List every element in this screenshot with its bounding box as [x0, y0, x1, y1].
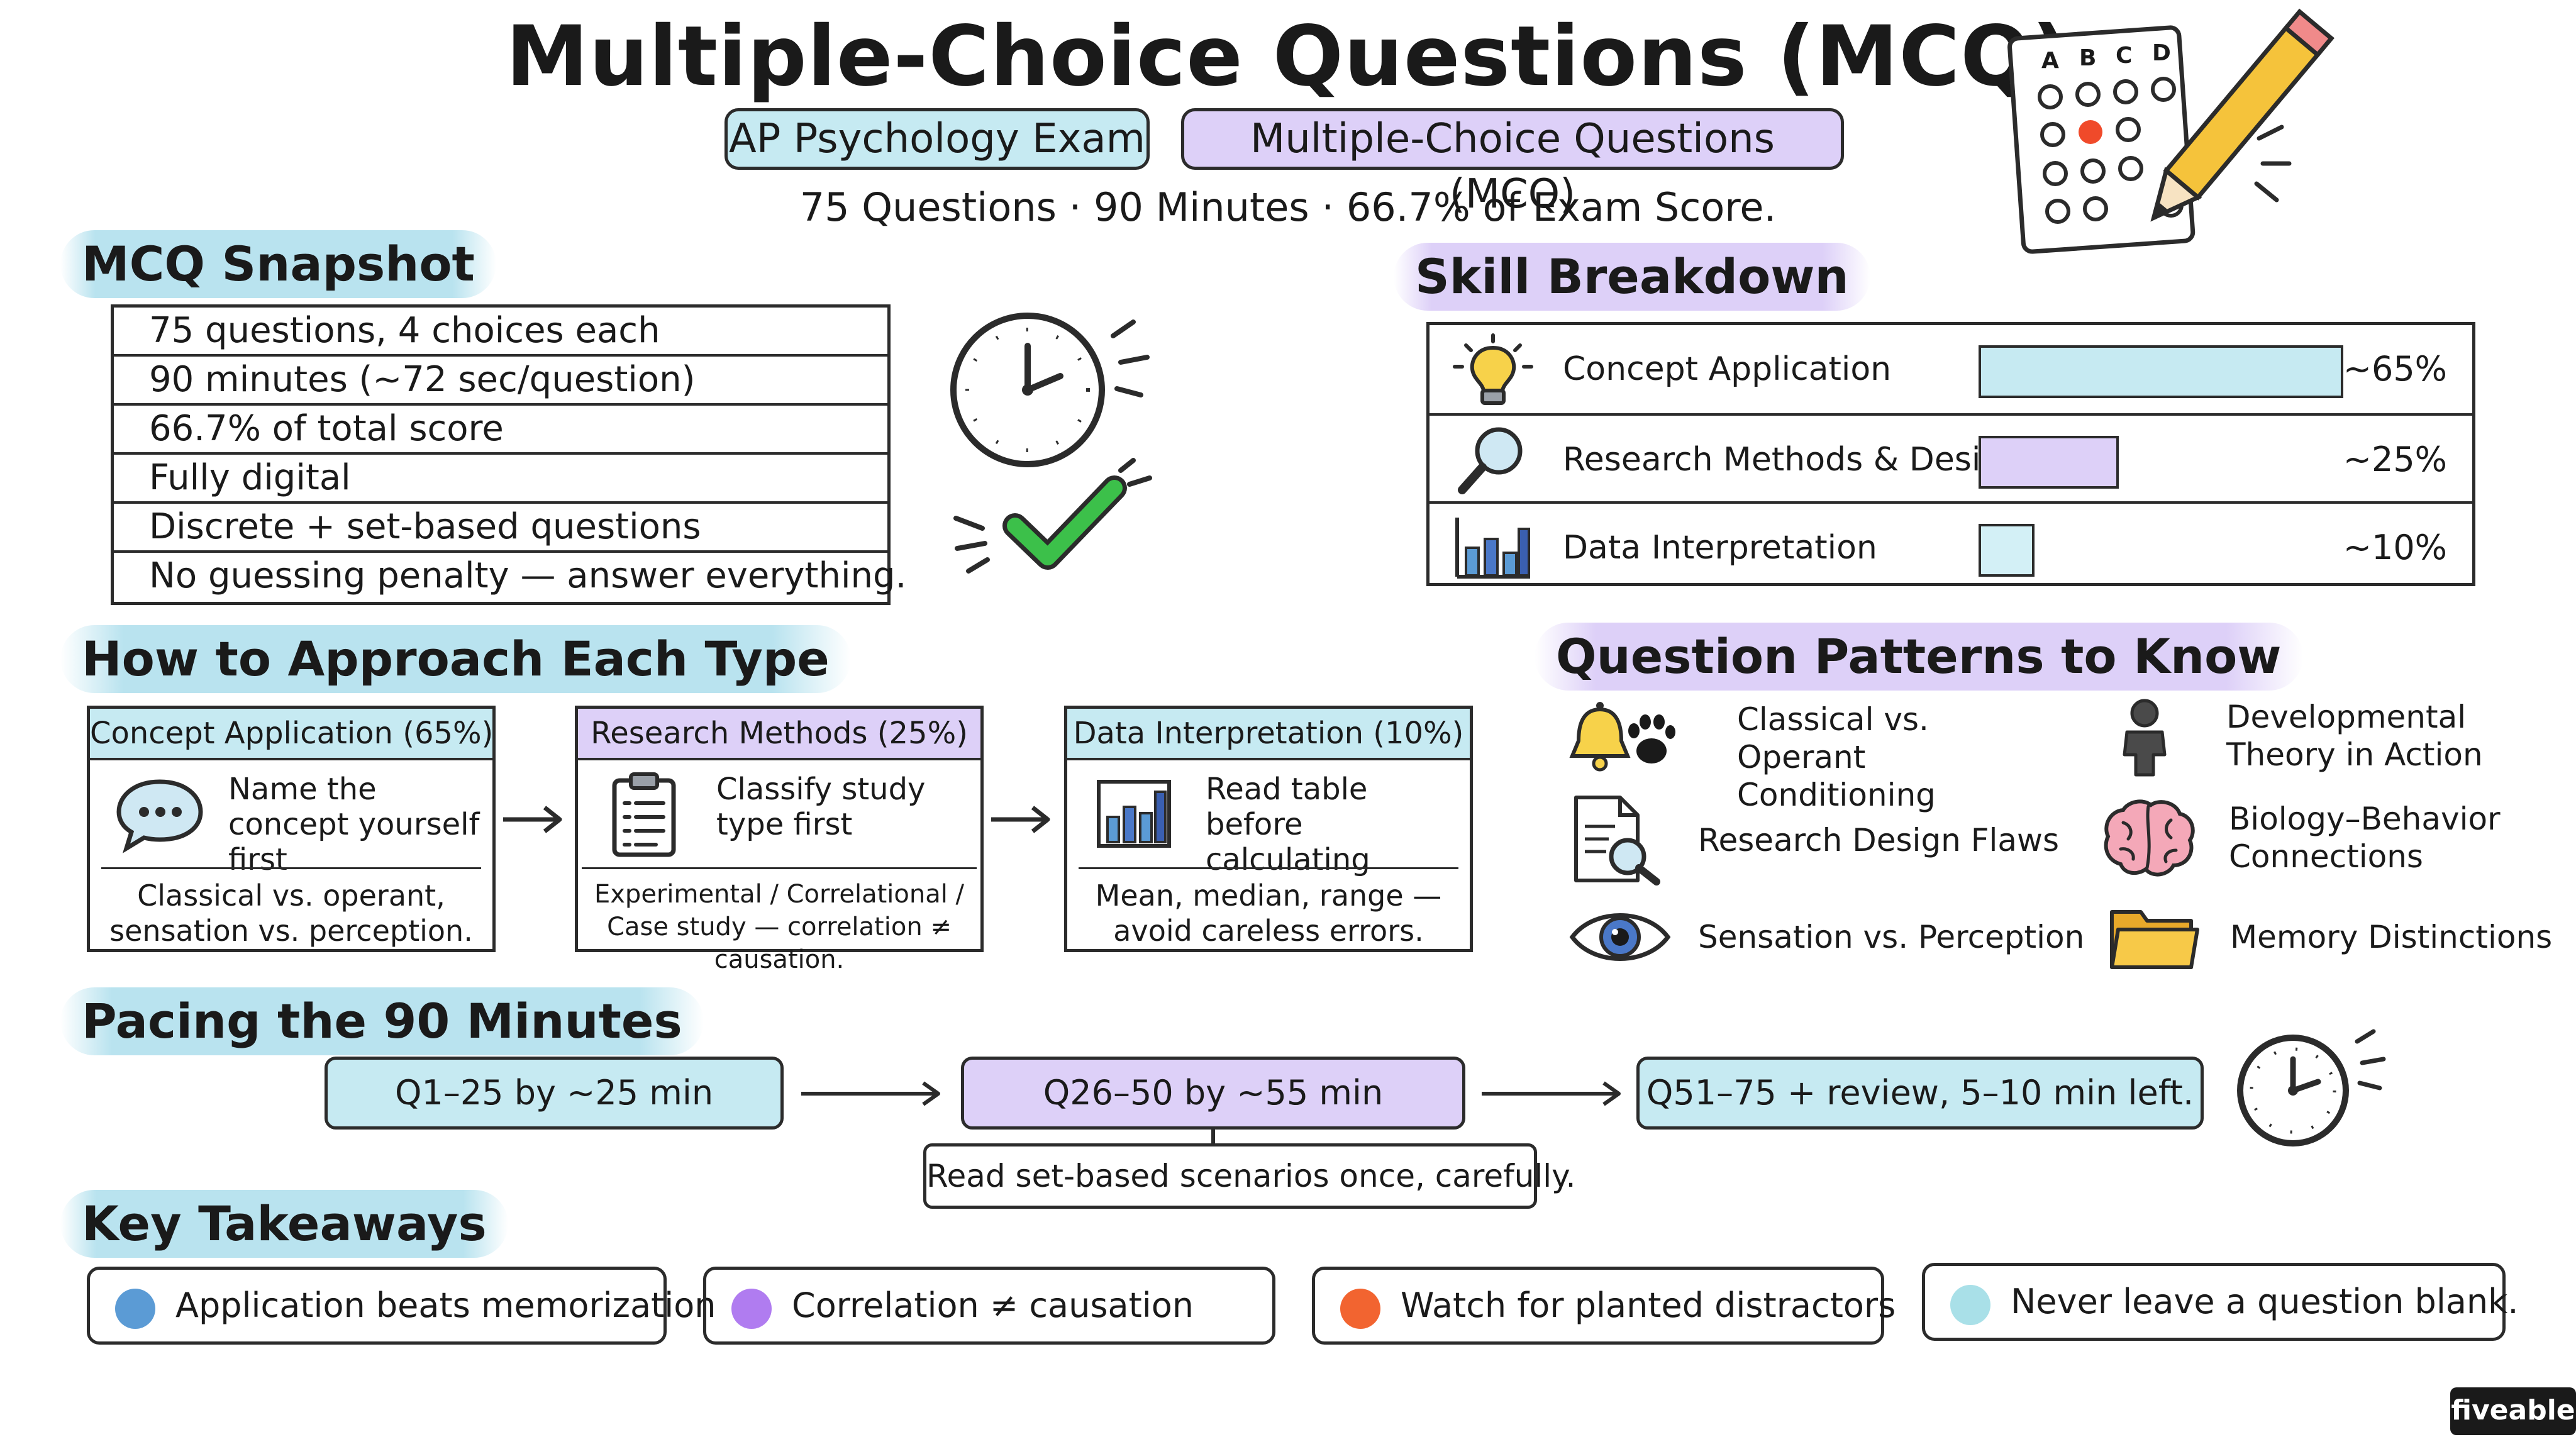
takeaway-label: Watch for planted distractors: [1401, 1285, 1896, 1325]
takeaway-dot: [1340, 1289, 1380, 1329]
takeaway-card: Application beats memorization: [87, 1267, 716, 1345]
sheet-letter-b: B: [2079, 45, 2096, 71]
skill-bar-research-methods: [1979, 436, 2119, 489]
exam-info: 75 Questions · 90 Minutes · 66.7% of Exa…: [799, 184, 1777, 230]
takeaway-dot: [115, 1289, 155, 1329]
arrow-right-icon: [1479, 1078, 1624, 1109]
pattern-label: Sensation vs. Perception: [1698, 919, 2085, 955]
approach-card-data: Data Interpretation (10%) Read table bef…: [1064, 706, 1473, 952]
person-icon: [2114, 697, 2175, 777]
approach-note: Mean, median, range — avoid careless err…: [1079, 867, 1458, 948]
skills-heading: Skill Breakdown: [1394, 243, 1870, 311]
pattern-label: Memory Distinctions: [2230, 919, 2553, 955]
arrow-right-icon: [799, 1078, 943, 1109]
approach-card-research: Research Methods (25%) Classify study ty…: [575, 706, 984, 974]
bar-chart-icon: [1452, 515, 1534, 581]
skill-bar-data-interpretation: [1979, 524, 2035, 577]
skill-row: Data Interpretation ~10%: [1430, 501, 2472, 589]
approach-card-title: Concept Application (65%): [90, 709, 493, 760]
snapshot-table: 75 questions, 4 choices each 90 minutes …: [111, 304, 907, 605]
skill-bar-concept-application: [1979, 345, 2343, 398]
pattern-label: Classical vs. Operant Conditioning: [1737, 701, 1936, 813]
bell-paw-icon: [1568, 699, 1675, 775]
pattern-label: Biology–Behavior Connections: [2229, 801, 2501, 875]
pacing-step: Q1–25 by ~25 min: [325, 1057, 784, 1130]
skill-label: Data Interpretation: [1563, 529, 1877, 567]
approach-card-title: Data Interpretation (10%): [1067, 709, 1470, 760]
snapshot-row: Discrete + set-based questions: [114, 504, 887, 553]
brain-icon: [2102, 797, 2196, 880]
pattern-label: Developmental Theory in Action: [2226, 699, 2483, 773]
takeaway-card: Correlation ≠ causation: [703, 1267, 1275, 1345]
takeaway-card: Never leave a question blank.: [1922, 1263, 2519, 1341]
folder-icon: [2108, 903, 2200, 972]
skill-label: Research Methods & Design: [1563, 441, 2023, 479]
sheet-letter-a: A: [2041, 48, 2059, 74]
pacing-note: Read set-based scenarios once, carefully…: [923, 1143, 1576, 1209]
approach-card-concept: Concept Application (65%) Name the conce…: [87, 706, 496, 952]
connector-line: [1211, 1130, 1215, 1145]
approach-card-title: Research Methods (25%): [578, 709, 980, 760]
approach-tip: Name the concept yourself first: [228, 772, 480, 877]
snapshot-row: Fully digital: [114, 455, 887, 504]
pacing-step: Q26–50 by ~55 min: [961, 1057, 1465, 1130]
skill-percent: ~10%: [2343, 528, 2447, 567]
clock-icon: [943, 308, 1170, 472]
approach-heading: How to Approach Each Type: [60, 625, 851, 693]
answer-sheet-icon: A B C D: [2007, 8, 2334, 258]
speech-bubble-icon: [113, 777, 207, 853]
clock-icon: [2234, 1028, 2397, 1153]
pacing-step: Q51–75 + review, 5–10 min left.: [1636, 1057, 2204, 1130]
lightbulb-icon: [1452, 333, 1534, 406]
takeaway-dot: [731, 1289, 772, 1329]
snapshot-row: No guessing penalty — answer everything.: [149, 555, 907, 596]
skill-percent: ~25%: [2343, 440, 2447, 479]
pattern-label: Research Design Flaws: [1698, 822, 2059, 858]
patterns-heading: Question Patterns to Know: [1535, 623, 2303, 691]
takeaway-card: Watch for planted distractors: [1312, 1267, 1896, 1345]
snapshot-heading: MCQ Snapshot: [60, 230, 496, 298]
skill-percent: ~65%: [2343, 349, 2447, 389]
snapshot-row: 75 questions, 4 choices each: [114, 308, 887, 357]
page-title: Multiple-Choice Questions (MCQ): [506, 8, 2070, 105]
magnifier-icon: [1452, 425, 1534, 497]
arrow-right-icon: [989, 804, 1052, 835]
skill-breakdown-panel: Concept Application ~65% Research Method…: [1426, 322, 2475, 586]
approach-tip: Classify study type first: [716, 772, 926, 842]
exam-pill: AP Psychology Exam: [724, 108, 1150, 170]
approach-note: Classical vs. operant, sensation vs. per…: [101, 867, 481, 948]
takeaway-label: Application beats memorization: [175, 1285, 716, 1325]
takeaways-heading: Key Takeaways: [60, 1190, 508, 1258]
pacing-heading: Pacing the 90 Minutes: [60, 987, 704, 1055]
brand-logo: fiveable: [2450, 1387, 2576, 1435]
clipboard-icon: [609, 770, 679, 858]
takeaway-label: Correlation ≠ causation: [792, 1285, 1194, 1325]
document-search-icon: [1571, 794, 1665, 886]
skill-row: Research Methods & Design ~25%: [1430, 413, 2472, 501]
approach-note: Experimental / Correlational / Case stud…: [582, 867, 977, 976]
sheet-letter-c: C: [2116, 43, 2132, 69]
checkmark-icon: [950, 458, 1157, 579]
skill-row: Concept Application ~65%: [1430, 325, 2472, 413]
approach-tip: Read table before calculating: [1206, 772, 1370, 877]
sheet-letter-d: D: [2152, 40, 2171, 66]
arrow-right-icon: [501, 804, 564, 835]
takeaway-label: Never leave a question blank.: [2011, 1282, 2519, 1321]
bar-chart-icon: [1096, 779, 1172, 848]
type-pill: Multiple-Choice Questions (MCQ): [1181, 108, 1844, 218]
skill-label: Concept Application: [1563, 350, 1892, 388]
eye-icon: [1568, 906, 1672, 969]
takeaway-dot: [1950, 1285, 1990, 1325]
snapshot-row: 66.7% of total score: [114, 406, 887, 455]
snapshot-row: 90 minutes (~72 sec/question): [114, 357, 887, 406]
